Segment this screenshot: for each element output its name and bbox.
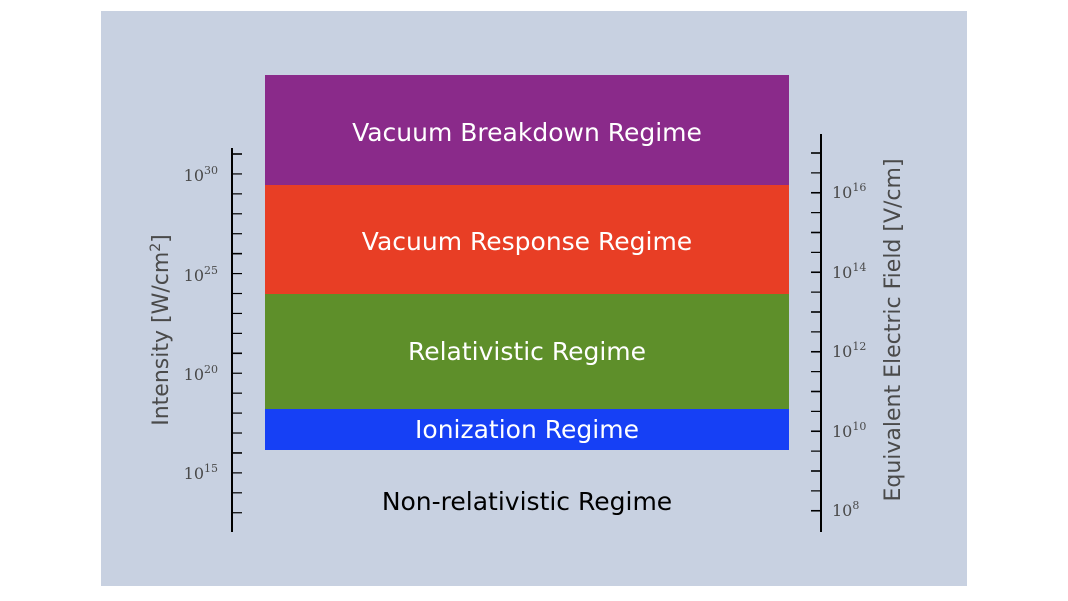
intensity-tick-label: 1020 xyxy=(184,363,218,384)
field-tick-label: 108 xyxy=(832,499,859,520)
intensity-axis: 1030 1025 1020 1015 Intensity [W/cm2] xyxy=(148,148,242,532)
label-relativistic: Relativistic Regime xyxy=(408,337,646,366)
label-non-relativistic: Non-relativistic Regime xyxy=(382,487,672,516)
label-vacuum-breakdown: Vacuum Breakdown Regime xyxy=(352,118,702,147)
intensity-tick-label: 1025 xyxy=(184,264,218,285)
band-ionization xyxy=(265,409,789,450)
field-tick-label: 1014 xyxy=(832,261,866,282)
intensity-tick-label: 1015 xyxy=(184,462,218,483)
intensity-tick-label: 1030 xyxy=(184,164,218,185)
label-vacuum-response: Vacuum Response Regime xyxy=(362,227,692,256)
electric-field-axis: 1016 1014 1012 1010 108 Equivalent Elect… xyxy=(811,134,906,532)
field-tick-label: 1012 xyxy=(832,340,866,361)
band-vacuum-breakdown xyxy=(265,75,789,185)
electric-field-axis-ticks xyxy=(811,152,821,512)
intensity-axis-ticks xyxy=(232,153,242,514)
intensity-axis-title: Intensity [W/cm2] xyxy=(148,234,174,426)
regime-labels: Vacuum Breakdown Regime Vacuum Response … xyxy=(352,118,702,516)
field-tick-label: 1010 xyxy=(832,420,866,441)
regime-bands xyxy=(265,75,789,450)
label-ionization: Ionization Regime xyxy=(415,415,639,444)
field-tick-label: 1016 xyxy=(832,181,866,202)
band-relativistic xyxy=(265,294,789,409)
electric-field-axis-title: Equivalent Electric Field [V/cm] xyxy=(881,158,906,501)
band-vacuum-response xyxy=(265,185,789,294)
